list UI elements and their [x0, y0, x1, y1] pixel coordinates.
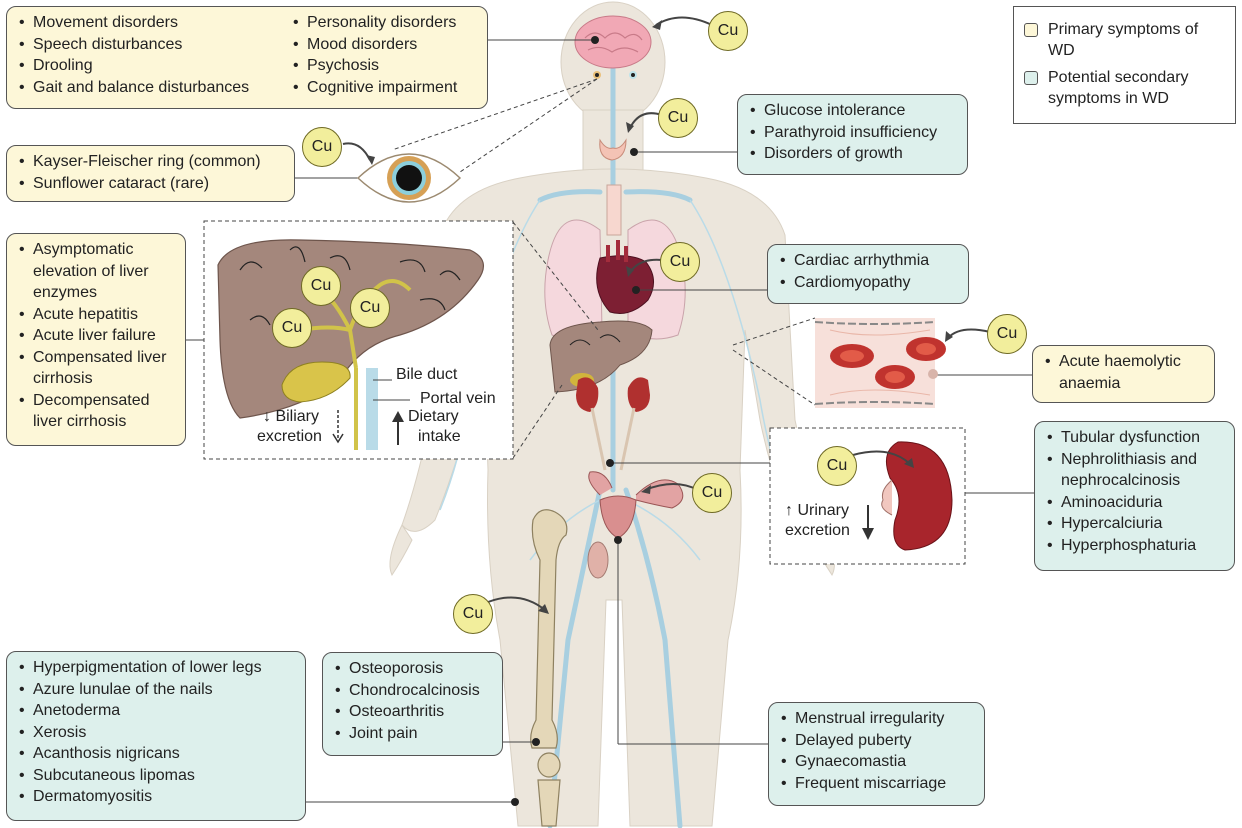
bile-duct-label: Bile duct	[396, 366, 458, 383]
list-item: Anetoderma	[19, 700, 293, 722]
list-item: Speech disturbances	[19, 34, 279, 56]
list-item: Frequent miscarriage	[781, 773, 972, 795]
eye-illustration	[356, 153, 462, 203]
eye-symptoms-box: Kayser-Fleischer ring (common) Sunflower…	[6, 145, 295, 202]
list-item: Subcutaneous lipomas	[19, 765, 293, 787]
list-item: Asymptomatic elevation of liver enzymes	[19, 239, 173, 304]
brain-symptoms-box: Movement disorders Speech disturbances D…	[6, 6, 488, 109]
blood-cells-inset	[814, 318, 946, 408]
biliary-excretion-label-1: ↓ Biliary	[263, 408, 320, 425]
dashed-lines	[391, 78, 816, 459]
brain-symptoms-col1: Movement disorders Speech disturbances D…	[19, 12, 279, 103]
liver-inset-illustration	[217, 239, 485, 450]
list-item: Dermatomyositis	[19, 786, 293, 808]
copper-bubble-heart: Cu	[660, 242, 700, 282]
copper-bubble-eye: Cu	[302, 127, 342, 167]
list-item: Psychosis	[293, 55, 457, 77]
list-item: Menstrual irregularity	[781, 708, 972, 730]
list-item: Gait and balance disturbances	[19, 77, 279, 99]
bone-symptoms-box: Osteoporosis Chondrocalcinosis Osteoarth…	[322, 652, 503, 756]
copper-bubble-bone: Cu	[453, 594, 493, 634]
copper-bubble-liver-2: Cu	[350, 288, 390, 328]
legend-primary: Primary symptoms of WD	[1024, 19, 1225, 61]
kidney-inset-illustration	[862, 441, 953, 551]
copper-bubble-thyroid: Cu	[658, 98, 698, 138]
copper-bubble-brain: Cu	[708, 11, 748, 51]
lungs	[544, 184, 686, 340]
list-item: Cognitive impairment	[293, 77, 457, 99]
list-item: Chondrocalcinosis	[335, 680, 490, 702]
biliary-excretion-label-2: excretion	[257, 428, 322, 445]
list-item: Xerosis	[19, 722, 293, 744]
list-item: Personality disorders	[293, 12, 457, 34]
dietary-intake-label-1: Dietary	[408, 408, 459, 425]
list-item: Osteoporosis	[335, 658, 490, 680]
brain-symptoms-col2: Personality disorders Mood disorders Psy…	[293, 12, 457, 103]
list-item: Compensated liver cirrhosis	[19, 347, 173, 390]
list-item: Aminoaciduria	[1047, 492, 1222, 514]
list-item: Gynaecomastia	[781, 751, 972, 773]
list-item: Cardiomyopathy	[780, 272, 956, 294]
portal-vein-label: Portal vein	[420, 390, 496, 407]
leg-bones	[530, 509, 568, 827]
leader-lines	[186, 39, 1034, 803]
list-item: Movement disorders	[19, 12, 279, 34]
legend-secondary-swatch	[1024, 71, 1038, 85]
list-item: Hypercalciuria	[1047, 513, 1222, 535]
list-item: Acute liver failure	[19, 325, 173, 347]
skin-symptoms-box: Hyperpigmentation of lower legs Azure lu…	[6, 651, 306, 821]
copper-bubble-kidney: Cu	[817, 446, 857, 486]
copper-bubble-blood: Cu	[987, 314, 1027, 354]
legend-secondary: Potential secondary symptoms in WD	[1024, 67, 1225, 109]
thyroid	[599, 138, 627, 161]
copper-arrowheads	[366, 20, 953, 614]
list-item: Cardiac arrhythmia	[780, 250, 956, 272]
list-item: Nephrolithiasis and nephrocalcinosis	[1047, 449, 1222, 492]
legend-primary-swatch	[1024, 23, 1038, 37]
list-item: Tubular dysfunction	[1047, 427, 1222, 449]
legend: Primary symptoms of WD Potential seconda…	[1013, 6, 1236, 124]
list-item: Drooling	[19, 55, 279, 77]
reproductive-symptoms-box: Menstrual irregularity Delayed puberty G…	[768, 702, 985, 806]
list-item: Decompensated liver cirrhosis	[19, 390, 173, 433]
list-item: Mood disorders	[293, 34, 457, 56]
dietary-intake-label-2: intake	[418, 428, 461, 445]
list-item: Azure lunulae of the nails	[19, 679, 293, 701]
blood-symptoms-box: Acute haemolytic anaemia	[1032, 345, 1215, 403]
list-item: Sunflower cataract (rare)	[19, 173, 282, 195]
list-item: Parathyroid insufficiency	[750, 122, 955, 144]
copper-bubble-reproductive: Cu	[692, 473, 732, 513]
list-item: Hyperpigmentation of lower legs	[19, 657, 293, 679]
brain	[574, 15, 652, 69]
list-item: Glucose intolerance	[750, 100, 955, 122]
list-item: Delayed puberty	[781, 730, 972, 752]
kidneys-small	[576, 377, 650, 471]
heart-symptoms-box: Cardiac arrhythmia Cardiomyopathy	[767, 244, 969, 304]
blood-vessels	[537, 57, 693, 828]
legend-secondary-label: Potential secondary symptoms in WD	[1048, 69, 1189, 107]
urinary-excretion-label-1: ↑ Urinary	[785, 502, 850, 519]
kidney-symptoms-box: Tubular dysfunction Nephrolithiasis and …	[1034, 421, 1235, 571]
list-item: Acute haemolytic anaemia	[1045, 351, 1202, 394]
list-item: Kayser-Fleischer ring (common)	[19, 151, 282, 173]
list-item: Joint pain	[335, 723, 490, 745]
heart	[596, 240, 654, 314]
list-item: Hyperphosphaturia	[1047, 535, 1222, 557]
list-item: Acute hepatitis	[19, 304, 173, 326]
copper-bubble-liver-1: Cu	[301, 266, 341, 306]
reproductive-organs	[587, 471, 684, 579]
list-item: Disorders of growth	[750, 143, 955, 165]
list-item: Osteoarthritis	[335, 701, 490, 723]
urinary-excretion-label-2: excretion	[785, 522, 850, 539]
liver-symptoms-box: Asymptomatic elevation of liver enzymes …	[6, 233, 186, 446]
endocrine-symptoms-box: Glucose intolerance Parathyroid insuffic…	[737, 94, 968, 175]
leader-dots	[511, 36, 640, 806]
copper-bubble-liver-3: Cu	[272, 308, 312, 348]
legend-primary-label: Primary symptoms of WD	[1048, 21, 1199, 59]
list-item: Acanthosis nigricans	[19, 743, 293, 765]
